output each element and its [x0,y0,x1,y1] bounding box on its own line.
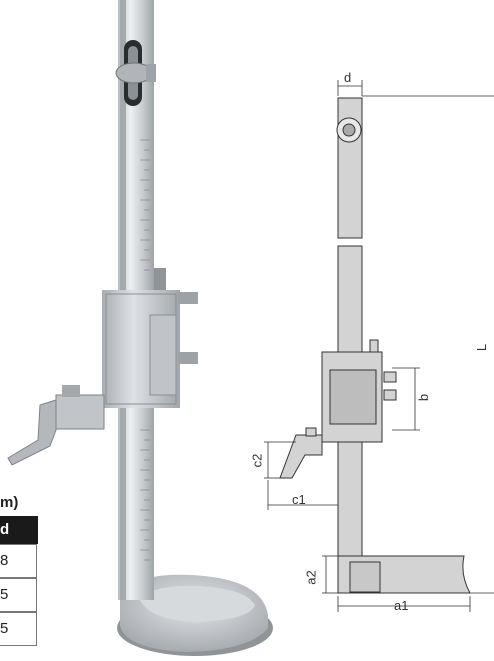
fine-adjust-clamp [115,40,156,106]
height-gauge-photo [7,0,273,656]
dim-label-a2: a2 [303,570,319,585]
table-header-d: d [0,516,38,544]
dim-label-L: L [474,343,490,352]
dim-label-a1: a1 [394,598,409,613]
table-cell: 8 [0,552,9,569]
technical-drawing [264,80,494,612]
table-row: 5 [0,612,37,646]
dim-label-c1: c1 [292,492,306,507]
drawing-scriber [279,434,323,479]
dim-label-d: d [344,70,352,85]
slider-block [102,268,198,408]
drawing-fine-adjust [336,117,362,143]
table-cell: 5 [0,620,9,637]
gauge-base [117,574,273,656]
table-row: 8 [0,544,37,578]
table-row: 5 [0,578,37,612]
table-unit-label: m) [0,494,19,511]
scriber [7,385,105,466]
table-cell: 5 [0,586,9,603]
dim-label-b: b [416,393,432,402]
dim-label-c2: c2 [249,453,265,468]
